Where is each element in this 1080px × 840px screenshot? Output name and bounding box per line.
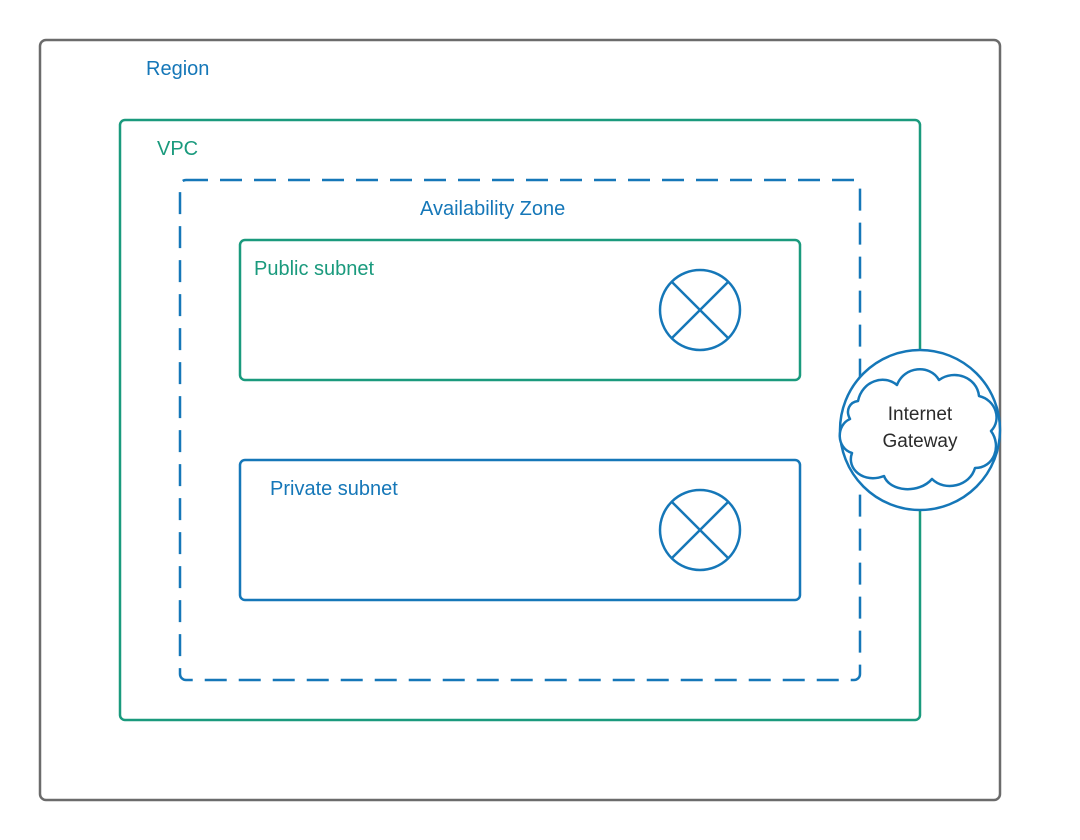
region-label: Region (146, 58, 210, 80)
private-subnet-label: Private subnet (270, 478, 398, 500)
cloud-icon (838, 368, 998, 491)
internet-gateway-label: Internet Gateway (850, 401, 990, 455)
availability-zone-box (178, 178, 862, 682)
public-subnet-box (238, 238, 802, 382)
public-subnet-label: Public subnet (254, 258, 375, 280)
private-subnet-nat-gateway-icon (658, 488, 742, 572)
internet-gateway-label-line2: Gateway (882, 431, 958, 452)
availability-zone-label: Availability Zone (420, 198, 566, 220)
internet-gateway-label-line1: Internet (887, 404, 953, 425)
vpc-label: VPC (157, 138, 199, 160)
private-subnet-box (238, 458, 802, 602)
public-subnet-nat-gateway-icon (658, 268, 742, 352)
internet-gateway-icon (838, 348, 1002, 512)
